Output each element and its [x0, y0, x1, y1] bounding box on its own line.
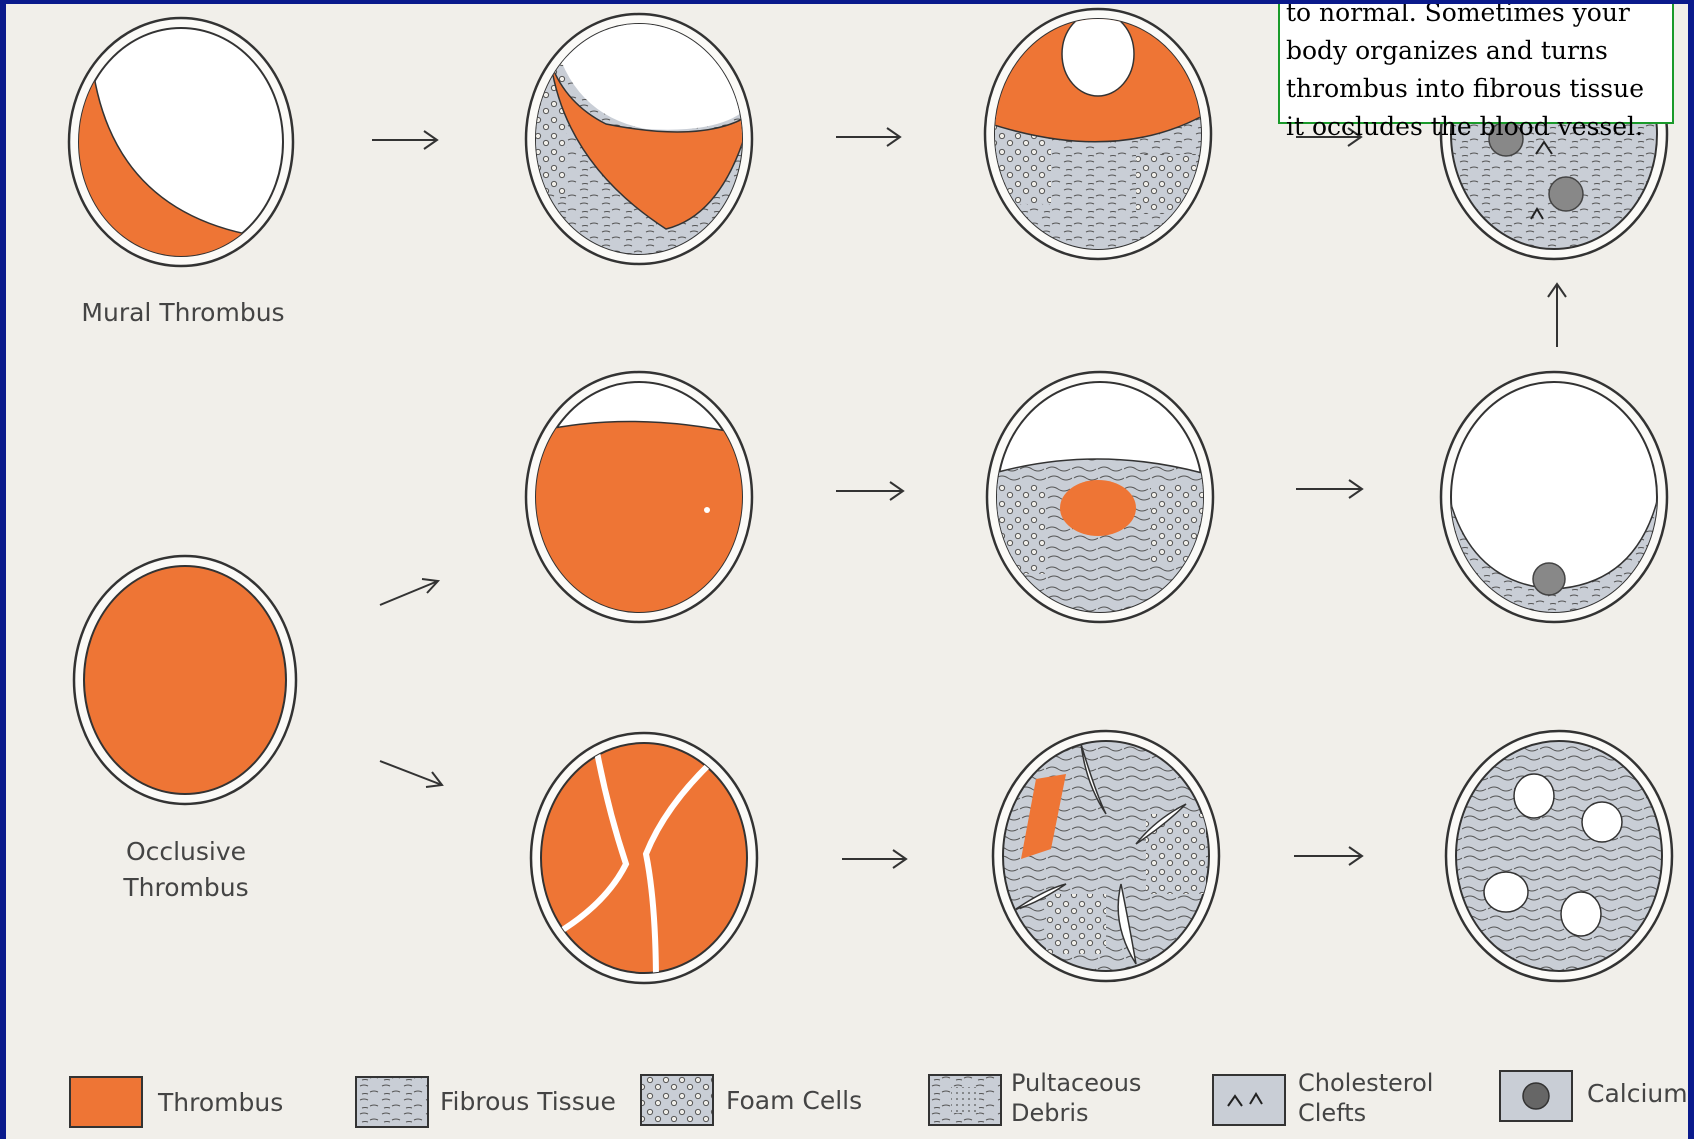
legend: Thrombus Fibrous Tissue Foam Cells Pulta…	[70, 1069, 1688, 1127]
occlusive-thrombus-recanalization-stage-2	[993, 731, 1219, 981]
arrow-up-icon	[1548, 284, 1566, 347]
legend-item-thrombus: Thrombus	[70, 1077, 283, 1127]
thrombus-organization-diagram: Mural Thrombus Occlusive Thrombus Thromb…	[6, 4, 1688, 1139]
legend-label-pultaceous-1: Pultaceous	[1011, 1069, 1141, 1097]
legend-item-calcium: Calcium	[1500, 1071, 1688, 1121]
mural-thrombus-label: Mural Thrombus	[81, 298, 284, 327]
note-line: thrombus into fibrous tissue	[1286, 70, 1666, 108]
legend-label-calcium: Calcium	[1587, 1079, 1688, 1108]
legend-label-pultaceous-2: Debris	[1011, 1099, 1089, 1127]
occlusive-thrombus-partial-stage-3	[1441, 372, 1667, 624]
annotation-note-box: to normal. Sometimes your body organizes…	[1278, 4, 1674, 124]
arrow-right-icon	[836, 482, 903, 500]
occlusive-label-line-1: Occlusive	[126, 837, 246, 866]
foam-cells-swatch-icon	[641, 1075, 713, 1125]
arrow-right-icon	[842, 850, 906, 868]
occlusive-thrombus-partial-stage-1	[526, 372, 752, 624]
slide: Mural Thrombus Occlusive Thrombus Thromb…	[6, 4, 1688, 1139]
arrow-right-icon	[372, 131, 437, 149]
mural-thrombus-stage-2	[526, 14, 756, 264]
note-line: to normal. Sometimes your	[1286, 4, 1666, 32]
occlusive-thrombus-recanalization-stage-1	[531, 733, 757, 984]
mural-thrombus-stage-1	[66, 18, 293, 266]
legend-label-cholesterol-1: Cholesterol	[1298, 1069, 1433, 1097]
cholesterol-clefts-swatch-icon	[1213, 1075, 1285, 1125]
occlusive-thrombus-stage-1	[74, 556, 296, 804]
arrow-right-icon	[1296, 480, 1362, 498]
legend-item-cholesterol-clefts: Cholesterol Clefts	[1213, 1069, 1433, 1127]
thrombus-swatch-icon	[70, 1077, 142, 1127]
legend-item-pultaceous-debris: Pultaceous Debris	[929, 1069, 1141, 1127]
legend-item-foam-cells: Foam Cells	[641, 1075, 862, 1125]
legend-label-fibrous-tissue: Fibrous Tissue	[440, 1087, 616, 1116]
note-line: it occludes the blood vessel.	[1286, 108, 1666, 146]
occlusive-thrombus-recanalization-stage-3	[1446, 731, 1672, 981]
fibrous-tissue-swatch-icon	[356, 1077, 428, 1127]
occlusive-label-line-2: Thrombus	[122, 873, 248, 902]
occlusive-thrombus-partial-stage-2	[987, 372, 1213, 624]
legend-label-cholesterol-2: Clefts	[1298, 1099, 1366, 1127]
arrow-up-right-icon	[380, 579, 438, 605]
note-line: body organizes and turns	[1286, 32, 1666, 70]
legend-label-thrombus: Thrombus	[157, 1088, 283, 1117]
arrow-right-icon	[836, 128, 900, 146]
mural-thrombus-stage-3	[985, 4, 1211, 264]
arrow-down-right-icon	[380, 761, 442, 787]
legend-item-fibrous-tissue: Fibrous Tissue	[356, 1077, 616, 1127]
arrow-right-icon	[1294, 847, 1362, 865]
legend-label-foam-cells: Foam Cells	[726, 1086, 862, 1115]
